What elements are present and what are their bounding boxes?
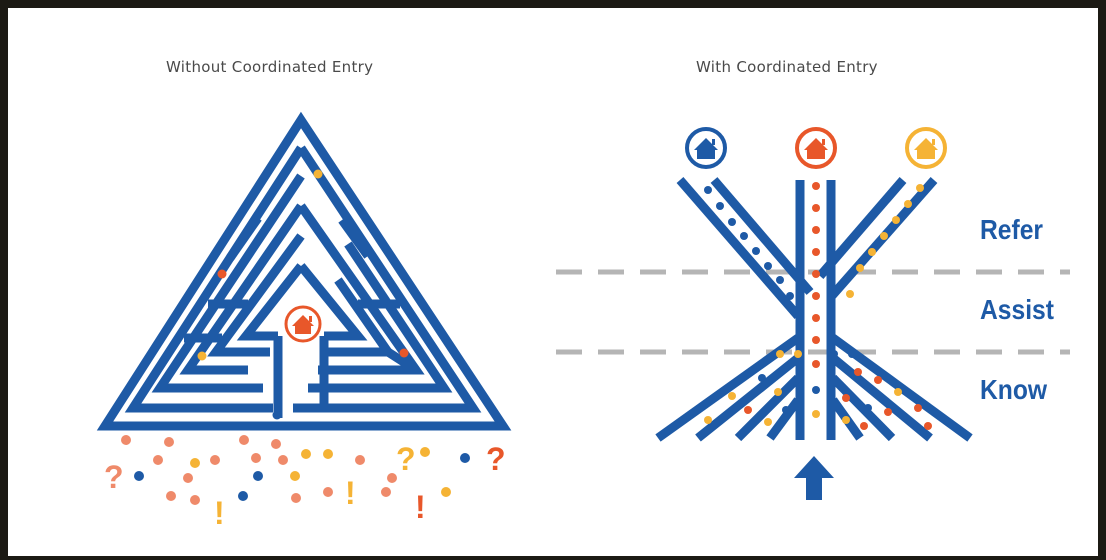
diagram-graphics: ? ? ? ! ! ! [8, 8, 1098, 556]
stage-label-assist: Assist [980, 294, 1054, 326]
up-arrow-icon [794, 456, 834, 500]
svg-text:!: ! [345, 475, 356, 511]
exclamation-mark-icon: ! ! ! [214, 475, 426, 531]
stage-label-know: Know [980, 374, 1047, 406]
funnel-lanes [658, 180, 970, 440]
dot [198, 352, 207, 361]
house-icon-gold [907, 129, 945, 167]
house-icon-blue [687, 129, 725, 167]
dot [400, 349, 409, 358]
dot [314, 170, 323, 179]
question-mark-icon: ? ? ? [104, 441, 506, 495]
lane-dots [704, 182, 932, 430]
dot [218, 270, 227, 279]
lane-left-outer [680, 180, 798, 316]
diagram-canvas: Without Coordinated Entry With Coordinat… [8, 8, 1098, 556]
svg-text:!: ! [415, 489, 426, 525]
dot [273, 411, 282, 420]
svg-text:!: ! [214, 495, 225, 531]
stage-label-refer: Refer [980, 214, 1043, 246]
svg-text:?: ? [486, 441, 506, 477]
house-icon-orange [797, 129, 835, 167]
maze-house-icon [286, 307, 320, 341]
svg-text:?: ? [104, 459, 124, 495]
svg-text:?: ? [396, 441, 416, 477]
maze-triangle [105, 120, 503, 426]
